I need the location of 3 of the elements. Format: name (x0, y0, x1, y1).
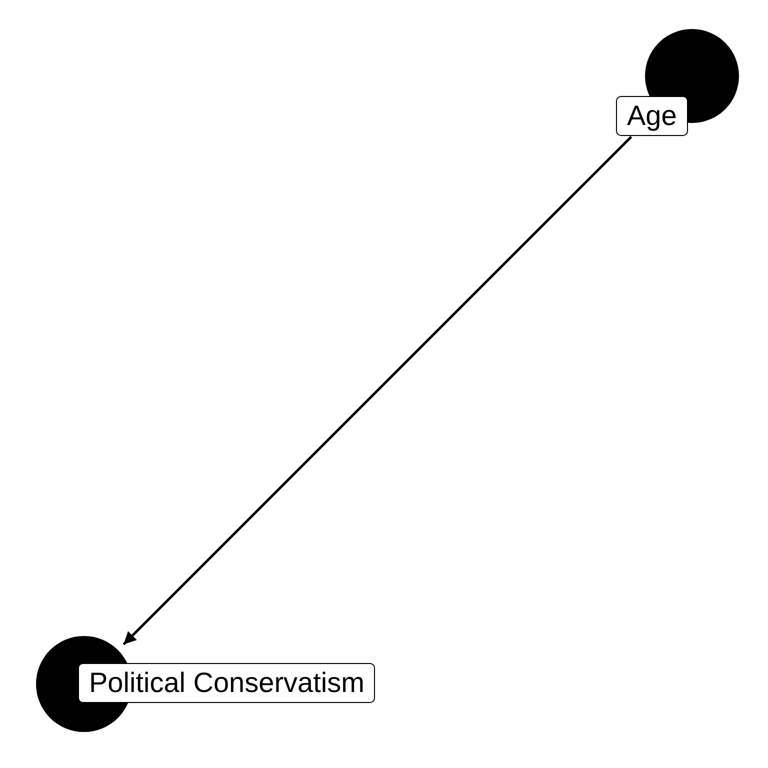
node-label: Age (616, 96, 688, 136)
arrow (122, 136, 632, 646)
node-label: Political Conservatism (78, 663, 376, 703)
